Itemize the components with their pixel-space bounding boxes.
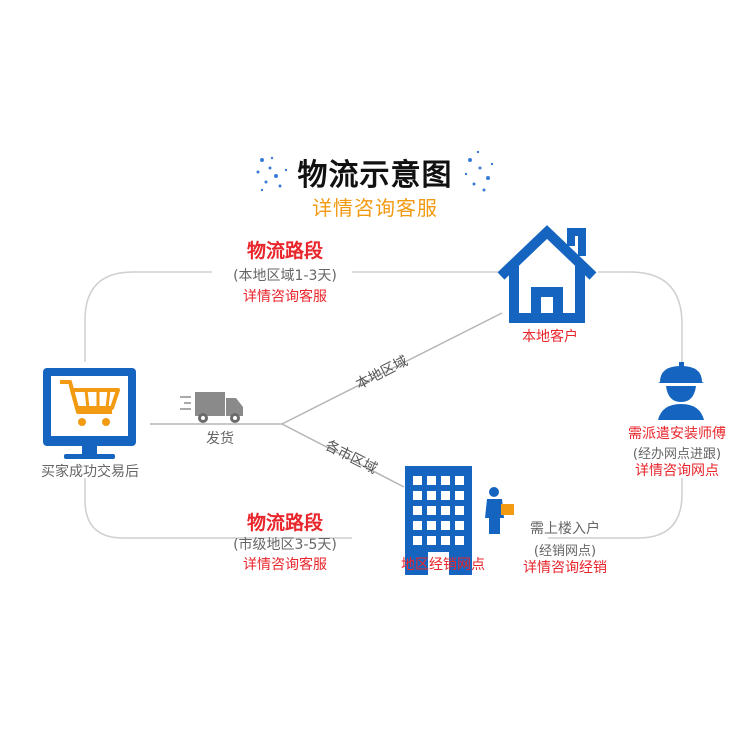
- installer-title: 需派遣安装师傅: [628, 426, 726, 442]
- installer-detail: (经办网点进跟): [632, 447, 722, 462]
- shipping-label: 发货: [206, 431, 234, 447]
- house-icon: [497, 225, 597, 323]
- title-sparkle-right: [464, 150, 494, 192]
- installer-icon: [658, 362, 704, 420]
- installer-contact: 详情咨询网点: [635, 463, 719, 479]
- truck-icon: [180, 392, 243, 423]
- delivery-title: 需上楼入户: [530, 521, 600, 537]
- route-top-heading: 物流路段: [246, 240, 323, 262]
- courier-icon: [485, 487, 514, 534]
- route-bottom-heading: 物流路段: [246, 512, 323, 534]
- delivery-contact: 详情咨询经销: [523, 560, 607, 576]
- page-subtitle: 详情咨询客服: [312, 196, 438, 220]
- route-bottom-contact: 详情咨询客服: [243, 557, 327, 573]
- local-customer-label: 本地客户: [522, 329, 578, 345]
- branch-lines: [150, 312, 503, 488]
- buyer-label: 买家成功交易后: [41, 464, 139, 480]
- route-top-contact: 详情咨询客服: [243, 289, 327, 305]
- route-bottom-detail: (市级地区3-5天): [233, 537, 337, 553]
- delivery-detail: (经销网点): [533, 544, 597, 559]
- building-icon: [405, 466, 472, 575]
- outer-route-loop: [84, 271, 683, 539]
- dealer-label: 地区经销网点: [401, 557, 485, 573]
- monitor-cart-icon: [43, 368, 136, 459]
- page-title: 物流示意图: [297, 158, 453, 193]
- route-top-detail: (本地区域1-3天): [233, 268, 337, 284]
- title-sparkle-left: [256, 156, 288, 192]
